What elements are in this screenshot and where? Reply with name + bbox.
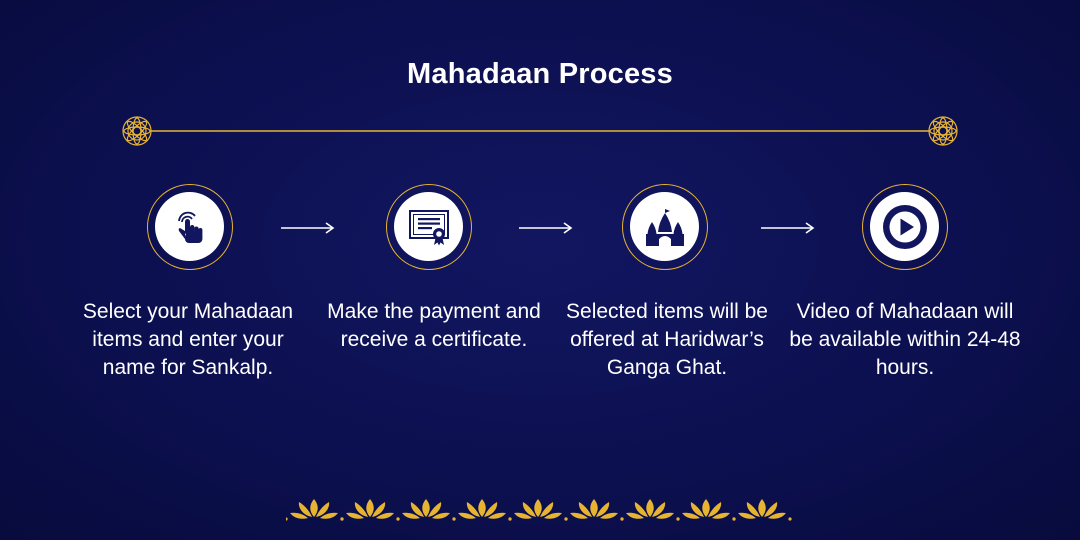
step-3-text: Selected items will be offered at Haridw… xyxy=(566,300,768,379)
step-4-text: Video of Mahadaan will be available with… xyxy=(789,300,1021,379)
lotus-icon xyxy=(452,499,512,521)
mandala-icon xyxy=(928,116,958,146)
lotus-icon xyxy=(340,499,400,521)
lotus-icon xyxy=(286,499,344,521)
lotus-icon xyxy=(564,499,624,521)
temple-icon xyxy=(645,206,684,246)
step-1-text: Select your Mahadaan items and enter you… xyxy=(82,300,294,379)
lotus-icon xyxy=(620,499,680,521)
step-2-text: Make the payment and receive a certifica… xyxy=(327,300,541,351)
arrow-right-icon xyxy=(281,222,335,234)
page-title: Mahadaan Process xyxy=(407,58,673,90)
arrow-right-icon xyxy=(761,222,815,234)
lotus-border xyxy=(286,499,792,521)
mandala-icon xyxy=(122,116,152,146)
arrow-right-icon xyxy=(519,222,573,234)
step-3-icon-badge xyxy=(622,184,708,270)
step-4-icon-badge xyxy=(862,184,948,270)
lotus-icon xyxy=(732,499,792,521)
step-1-icon-badge xyxy=(147,184,233,270)
lotus-icon xyxy=(508,499,568,521)
play-icon xyxy=(882,204,927,249)
lotus-icon xyxy=(676,499,736,521)
step-2-icon-badge xyxy=(386,184,472,270)
hand-pointer-icon xyxy=(177,211,202,243)
ornamental-divider xyxy=(122,116,958,146)
lotus-icon xyxy=(396,499,456,521)
certificate-icon xyxy=(408,209,449,245)
